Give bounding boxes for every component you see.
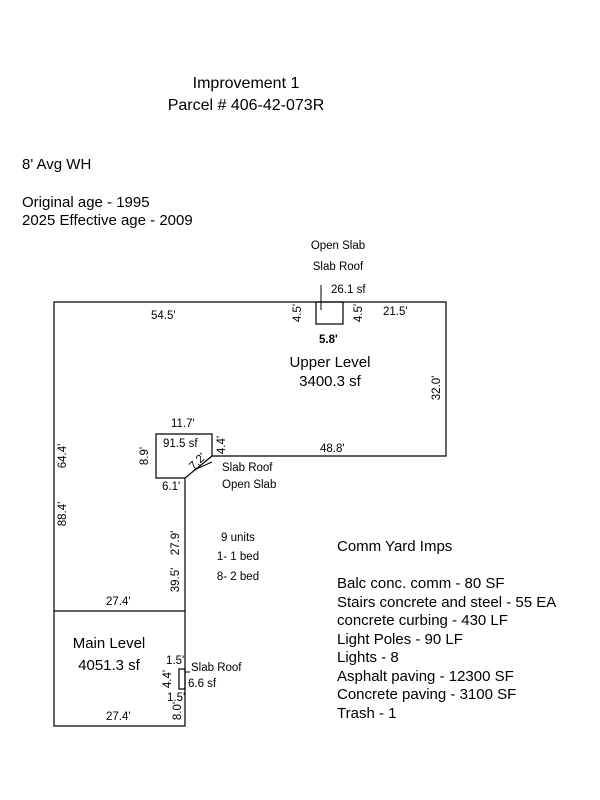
dim-top-left: 54.5'	[151, 310, 176, 322]
dim-inner-top: 48.8'	[320, 443, 345, 455]
bottom-bump-box	[178, 668, 186, 690]
dim-notch-right: 4.4'	[216, 436, 228, 454]
callout-top-area: 26.1 sf	[331, 284, 366, 296]
dim-inner-left-lower: 39.5'	[170, 568, 182, 593]
callout-mid-line2: Open Slab	[222, 479, 276, 491]
building-outline	[53, 301, 447, 727]
comm-yard-item: Lights - 8	[337, 649, 399, 666]
dim-notch-top: 11.7'	[171, 418, 195, 430]
dim-notch-left: 8.9'	[139, 447, 151, 465]
dim-top-right: 21.5'	[383, 306, 408, 318]
dim-slab-left: 4.5'	[292, 304, 304, 322]
comm-yard-item: Asphalt paving - 12300 SF	[337, 667, 514, 685]
notch-area: 91.5 sf	[163, 438, 198, 450]
dim-left-upper: 64.4'	[57, 444, 69, 469]
top-slab-box	[315, 301, 344, 325]
callout-bottom-label: Slab Roof	[191, 662, 242, 674]
units-two-bed: 8- 2 bed	[217, 571, 259, 583]
comm-yard-item: concrete curbing - 430 LF	[337, 612, 508, 629]
dim-bump-bottom: 1.5'	[167, 692, 185, 704]
dim-notch-diagonal: 7.2'	[187, 451, 208, 472]
wall-height: 8' Avg WH	[22, 156, 92, 173]
comm-yard-list: Balc conc. comm - 80 SF Stairs concrete …	[337, 575, 556, 723]
dim-inner-left-upper: 27.9'	[170, 531, 182, 556]
units-total: 9 units	[221, 532, 255, 544]
callout-mid-line1: Slab Roof	[222, 462, 273, 474]
dim-slab-right: 4.5'	[353, 304, 365, 322]
effective-age: 2025 Effective age - 2009	[22, 212, 193, 229]
callout-top-line1: Open Slab	[311, 240, 365, 252]
callout-bottom-area: 6.6 sf	[188, 678, 217, 690]
dim-main-top: 27.4'	[106, 596, 131, 608]
upper-level-area: 3400.3 sf	[299, 373, 362, 390]
dim-bump-left: 4.4'	[162, 670, 174, 688]
comm-yard-item: Concrete paving - 3100 SF	[337, 686, 517, 703]
comm-yard-item: Stairs concrete and steel - 55 EA	[337, 593, 557, 611]
dim-left-lower: 88.4'	[57, 502, 69, 527]
comm-yard-item: Balc conc. comm - 80 SF	[337, 575, 505, 592]
main-level-area: 4051.3 sf	[78, 657, 141, 674]
dim-bottom-right: 8.0'	[172, 702, 184, 720]
original-age: Original age - 1995	[22, 194, 150, 211]
dim-bump-top: 1.5'	[166, 655, 184, 667]
dim-slab-width: 5.8'	[319, 334, 338, 346]
dim-notch-bottom: 6.1'	[162, 481, 180, 493]
comm-yard-title: Comm Yard Imps	[337, 538, 453, 555]
callout-top-line2: Slab Roof	[313, 261, 364, 273]
dim-main-bottom: 27.4'	[106, 711, 131, 723]
upper-level-name: Upper Level	[290, 354, 371, 371]
dim-right-side: 32.0'	[431, 376, 443, 401]
units-one-bed: 1- 1 bed	[217, 551, 259, 563]
notch-diagonal	[184, 455, 213, 479]
comm-yard-item: Light Poles - 90 LF	[337, 630, 463, 648]
mid-callout-leader	[193, 461, 213, 471]
improvement-title: Improvement 1	[192, 75, 300, 92]
main-level-name: Main Level	[73, 635, 146, 652]
comm-yard-item: Trash - 1	[337, 704, 397, 722]
parcel-number: Parcel # 406-42-073R	[167, 97, 325, 114]
